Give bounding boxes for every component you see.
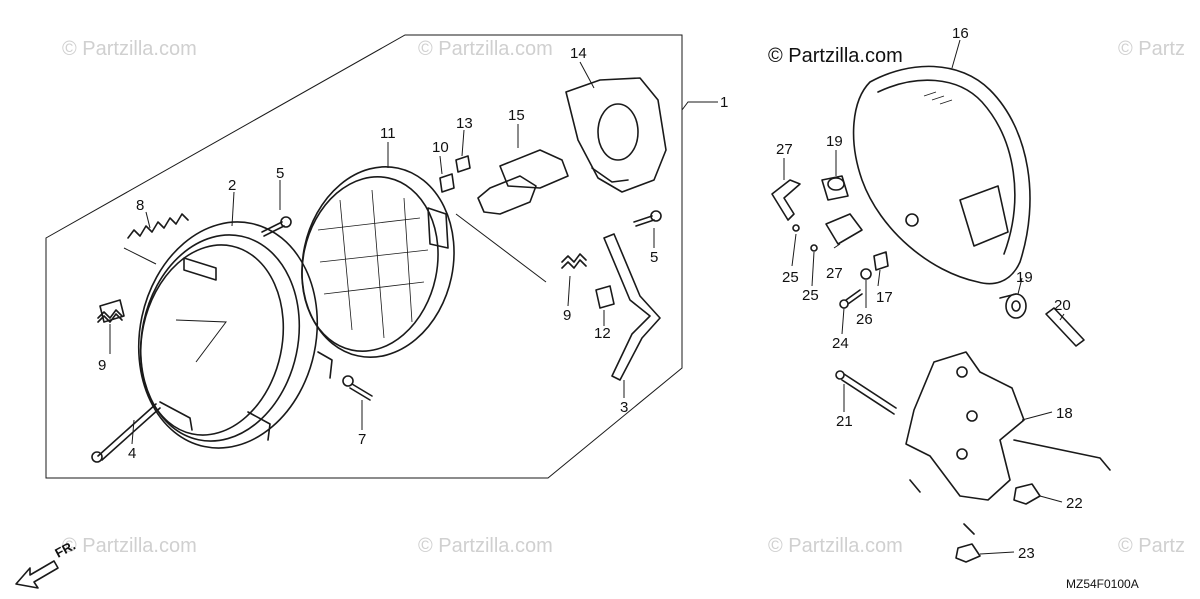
- label-part-25-a: 25: [782, 269, 799, 286]
- label-part-15: 15: [508, 107, 525, 124]
- label-part-21: 21: [836, 413, 853, 430]
- watermark-top-left: © Partzilla.com: [62, 38, 197, 60]
- part-18-stay: [905, 351, 1111, 535]
- part-19-grommet-top: [821, 175, 849, 201]
- label-part-4: 4: [128, 445, 136, 462]
- leader-dashes-spring: [123, 247, 157, 265]
- label-part-25-b: 25: [802, 287, 819, 304]
- part-22-nut: [1013, 483, 1041, 505]
- label-part-22: 22: [1066, 495, 1083, 512]
- part-26-washer: [860, 268, 872, 280]
- part-9-spring-left: [97, 299, 125, 323]
- part-19-grommet-right: [999, 293, 1027, 319]
- part-21-bolt: [835, 370, 897, 415]
- label-part-14: 14: [570, 45, 587, 62]
- label-part-19-top: 19: [826, 133, 843, 150]
- diagram-code: MZ54F0100A: [1066, 577, 1139, 591]
- label-part-20: 20: [1054, 297, 1071, 314]
- watermark-layer: © Partzilla.com © Partzilla.com © Partz …: [62, 38, 1185, 557]
- part-2-rim: [137, 221, 333, 449]
- part-5-screw-left: [261, 216, 292, 237]
- label-part-8: 8: [136, 197, 144, 214]
- label-part-19-right: 19: [1016, 269, 1033, 286]
- part-9-spring-center: [561, 253, 587, 269]
- label-part-5-right: 5: [650, 249, 658, 266]
- label-part-24: 24: [832, 335, 849, 352]
- part-24-bolt: [839, 289, 863, 309]
- part-labels: 1 2 3 4 5 5 7 8 9 9 10 11 12 13 14 15 16…: [98, 25, 1083, 562]
- label-part-9-center: 9: [563, 307, 571, 324]
- part-23-nut: [955, 543, 981, 563]
- label-part-13: 13: [456, 115, 473, 132]
- part-3-bracket: [603, 233, 661, 381]
- leader-dashes-lens: [455, 213, 547, 283]
- part-20-collar: [1045, 307, 1085, 347]
- watermark-top-right: © Partz: [1118, 38, 1185, 60]
- front-direction-arrow: FR.: [15, 538, 78, 589]
- watermark-top-center: © Partzilla.com: [418, 38, 553, 60]
- brand-watermark: © Partzilla.com: [768, 45, 903, 67]
- part-14-cover: [565, 77, 667, 193]
- label-part-26: 26: [856, 311, 873, 328]
- assembly-boundary: [45, 34, 683, 479]
- part-25-screw-a: [792, 224, 800, 232]
- label-part-18: 18: [1056, 405, 1073, 422]
- part-12-clip: [595, 285, 615, 309]
- part-11-lens: [301, 166, 455, 358]
- part-8-spring: [127, 213, 189, 239]
- label-part-2: 2: [228, 177, 236, 194]
- part-16-case: [852, 65, 1031, 285]
- label-part-1: 1: [720, 94, 728, 111]
- label-part-10: 10: [432, 139, 449, 156]
- watermark-bottom-right: © Partzilla.com: [768, 535, 903, 557]
- leader-lines: [109, 39, 1065, 555]
- part-27-bracket-lower: [825, 213, 863, 245]
- part-25-screw-b: [810, 244, 818, 252]
- part-17-nut: [873, 251, 889, 271]
- part-10-grommet: [439, 173, 455, 193]
- part-5-screw-right: [633, 210, 662, 227]
- label-part-7: 7: [358, 431, 366, 448]
- label-part-12: 12: [594, 325, 611, 342]
- label-part-17: 17: [876, 289, 893, 306]
- watermark-bottom-left: © Partzilla.com: [62, 535, 197, 557]
- watermark-bottom-center: © Partzilla.com: [418, 535, 553, 557]
- label-part-11: 11: [380, 125, 396, 142]
- part-15-bulb: [477, 149, 569, 215]
- label-part-27-lower: 27: [826, 265, 843, 282]
- part-13-cap: [455, 155, 471, 173]
- label-part-23: 23: [1018, 545, 1035, 562]
- label-part-3: 3: [620, 399, 628, 416]
- label-part-5-left: 5: [276, 165, 284, 182]
- label-part-9-left: 9: [98, 357, 106, 374]
- part-4-screw: [91, 403, 161, 463]
- part-27-bracket-top: [771, 179, 801, 221]
- arrow-icon: [15, 560, 59, 589]
- label-part-27-top: 27: [776, 141, 793, 158]
- watermark-bottom-far-right: © Partz: [1118, 535, 1185, 557]
- label-part-16: 16: [952, 25, 969, 42]
- part-7-screw: [342, 375, 373, 401]
